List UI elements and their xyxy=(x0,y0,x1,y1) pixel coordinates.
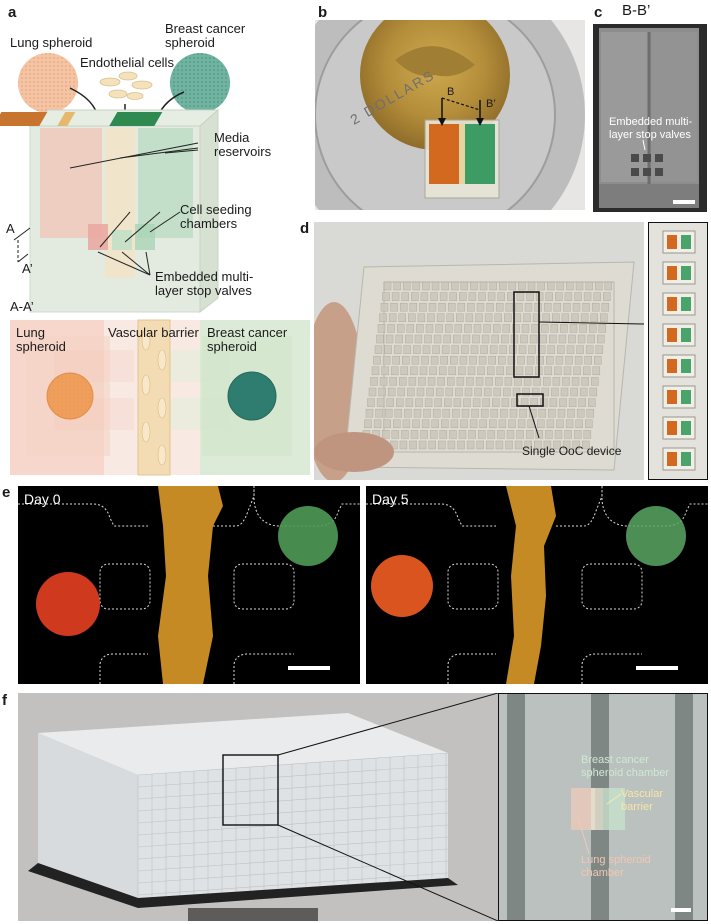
section-title: A-A’ xyxy=(10,299,34,314)
coin-mark-b-prime: B’ xyxy=(486,98,496,110)
zoom-label-breast: Breast cancer spheroid chamber xyxy=(581,754,669,780)
panel-label-b: b xyxy=(318,4,328,21)
panel-label-c: c xyxy=(594,4,603,21)
cross-section-schematic xyxy=(10,319,310,476)
section-label-vascular: Vascular barrier xyxy=(108,325,199,340)
zoom-lung-line2: chamber xyxy=(581,867,624,879)
panel-c-valves-line1: Embedded multi- xyxy=(609,116,693,128)
device-strip xyxy=(662,230,696,471)
panel-label-a: a xyxy=(8,4,17,21)
section-label-lung: Lung spheroid xyxy=(16,326,66,354)
label-breast-line1: Breast cancer xyxy=(165,21,246,36)
label-valves-line2: layer stop valves xyxy=(155,283,252,298)
zoom-label-lung: Lung spheroid chamber xyxy=(581,854,651,880)
label-breast-line2: spheroid xyxy=(165,35,215,50)
fluorescence-day0-svg xyxy=(18,486,360,684)
bb-section-photo: Embedded multi- layer stop valves xyxy=(593,24,707,212)
label-stop-valves: Embedded multi- layer stop valves xyxy=(155,270,253,298)
panel-c-valves-line2: layer stop valves xyxy=(609,129,691,141)
coin-device-photo: 2 DOLLARS B B’ xyxy=(315,20,585,210)
zoom-breast-line1: Breast cancer xyxy=(581,754,649,766)
section-lung-line2: spheroid xyxy=(16,339,66,354)
label-cell-seeding-chambers: Cell seeding chambers xyxy=(180,203,252,231)
label-axis-a: A xyxy=(6,221,15,236)
device-body xyxy=(0,108,220,314)
label-media-line2: reservoirs xyxy=(214,144,272,159)
label-breast-cancer-spheroid: Breast cancer spheroid xyxy=(165,22,245,50)
section-breast-line2: spheroid xyxy=(207,339,257,354)
label-seeding-line2: chambers xyxy=(180,216,238,231)
label-media-line1: Media xyxy=(214,130,250,145)
stacked-devices-photo xyxy=(18,693,498,921)
zoom-vascular-line2: barrier xyxy=(621,801,653,813)
device-schematic xyxy=(0,53,310,476)
stack-grid xyxy=(137,752,449,898)
day5-label: Day 5 xyxy=(372,491,409,507)
day0-label: Day 0 xyxy=(24,491,61,507)
zoom-label-vascular: Vascular barrier xyxy=(621,788,663,814)
endothelial-cells-illustration xyxy=(99,71,153,100)
label-media-reservoirs: Media reservoirs xyxy=(214,131,271,159)
label-endothelial-cells: Endothelial cells xyxy=(80,55,174,70)
panel-c-valves-label: Embedded multi- layer stop valves xyxy=(609,116,692,142)
panel-label-f: f xyxy=(2,692,7,709)
zoom-breast-line2: spheroid chamber xyxy=(581,767,670,779)
section-breast-line1: Breast cancer xyxy=(207,325,288,340)
zoom-vascular-line1: Vascular xyxy=(621,788,663,800)
single-ooc-device-label: Single OoC device xyxy=(522,444,622,458)
coin-mark-b: B xyxy=(447,86,455,98)
panel-label-e: e xyxy=(2,484,11,501)
label-seeding-line1: Cell seeding xyxy=(180,202,252,217)
label-axis-a-prime: A’ xyxy=(22,261,33,276)
device-strip-photo xyxy=(648,222,708,480)
fluorescence-day5: Day 5 xyxy=(366,486,708,684)
section-label-breast: Breast cancer spheroid xyxy=(207,326,287,354)
zoomed-stack-photo: Breast cancer spheroid chamber Vascular … xyxy=(498,693,708,921)
label-lung-spheroid: Lung spheroid xyxy=(10,35,93,50)
well-plate-photo: Single OoC device xyxy=(314,222,644,480)
panel-c-title: B-B’ xyxy=(622,2,651,19)
coin-device-cube xyxy=(424,119,500,199)
panel-label-d: d xyxy=(300,220,310,237)
label-valves-line1: Embedded multi- xyxy=(155,269,254,284)
zoom-lung-line1: Lung spheroid xyxy=(581,854,651,866)
fluorescence-day5-svg xyxy=(366,486,708,684)
fluorescence-day0: Day 0 xyxy=(18,486,360,684)
section-lung-line1: Lung xyxy=(16,325,45,340)
